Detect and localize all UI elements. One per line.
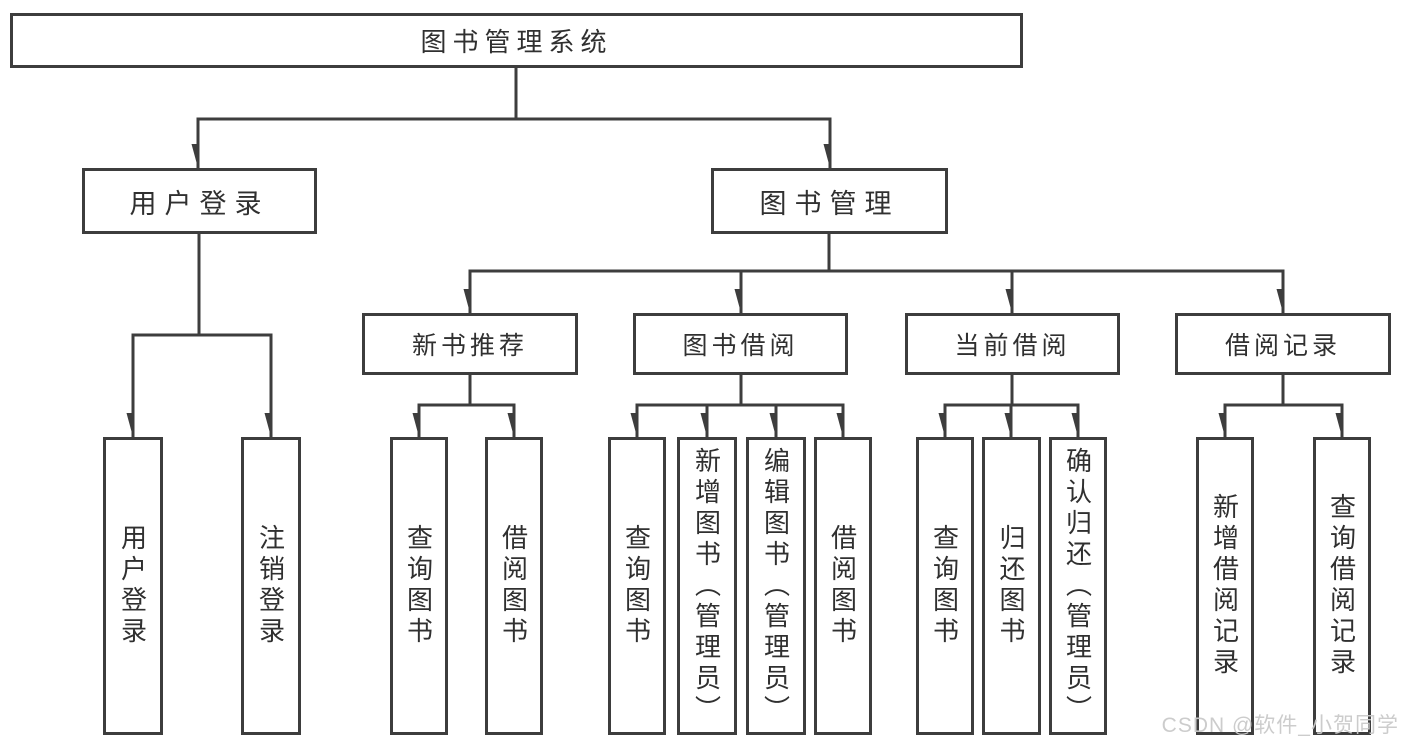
leaf-user-login: 用户登录 <box>103 437 163 735</box>
leaf-query-borrow-record-label: 查询借阅记录 <box>1326 493 1357 679</box>
leaf-add-borrow-record-label: 新增借阅记录 <box>1209 493 1240 679</box>
leaf-query-books-recommend-label: 查询图书 <box>403 524 434 648</box>
leaf-return-books: 归还图书 <box>982 437 1041 735</box>
leaf-query-books-recommend: 查询图书 <box>390 437 448 735</box>
leaf-borrow-books-recommend: 借阅图书 <box>485 437 543 735</box>
leaf-add-books-admin-label: 新增图书（管理员） <box>691 446 722 726</box>
node-book-management: 图书管理 <box>711 168 948 234</box>
node-new-book-recommendation: 新书推荐 <box>362 313 578 375</box>
leaf-logout-label: 注销登录 <box>255 524 286 648</box>
node-user-login: 用户登录 <box>82 168 317 234</box>
leaf-logout: 注销登录 <box>241 437 301 735</box>
leaf-return-books-label: 归还图书 <box>996 524 1026 648</box>
leaf-query-books-borrow-label: 查询图书 <box>621 524 652 648</box>
leaf-add-books-admin: 新增图书（管理员） <box>677 437 737 735</box>
leaf-query-borrow-record: 查询借阅记录 <box>1313 437 1371 735</box>
leaf-add-borrow-record: 新增借阅记录 <box>1196 437 1254 735</box>
node-book-borrowing: 图书借阅 <box>633 313 848 375</box>
leaf-borrow-books: 借阅图书 <box>814 437 872 735</box>
leaf-query-books-current-label: 查询图书 <box>929 524 960 648</box>
leaf-confirm-return-admin: 确认归还（管理员） <box>1049 437 1107 735</box>
node-current-borrowing: 当前借阅 <box>905 313 1120 375</box>
leaf-confirm-return-admin-label: 确认归还（管理员） <box>1062 446 1093 726</box>
leaf-edit-books-admin-label: 编辑图书（管理员） <box>760 446 791 726</box>
leaf-edit-books-admin: 编辑图书（管理员） <box>746 437 806 735</box>
leaf-borrow-books-label: 借阅图书 <box>827 524 858 648</box>
node-library-management-system: 图书管理系统 <box>10 13 1023 68</box>
leaf-user-login-label: 用户登录 <box>117 524 148 648</box>
node-borrowing-records: 借阅记录 <box>1175 313 1391 375</box>
csdn-watermark: CSDN @软件_小贺同学 <box>1161 714 1399 737</box>
leaf-borrow-books-recommend-label: 借阅图书 <box>498 524 529 648</box>
leaf-query-books-borrow: 查询图书 <box>608 437 666 735</box>
leaf-query-books-current: 查询图书 <box>916 437 974 735</box>
